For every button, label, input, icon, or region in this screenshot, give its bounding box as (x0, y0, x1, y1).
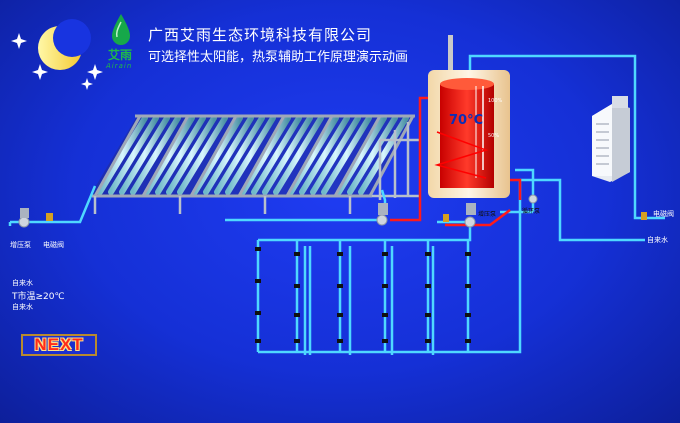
heat-pump-unit (592, 96, 630, 182)
water-tank (428, 35, 510, 198)
tank-level-full: 100% (488, 98, 503, 104)
pump-icon (18, 194, 538, 228)
cold-water-bottom-label: 自来水 (12, 303, 33, 311)
boost-pump-mid-label: 增压泵 (478, 211, 497, 218)
cold-water-top-label: 自来水 (12, 279, 33, 287)
solar-collector (90, 114, 420, 214)
tank-level-half: 50% (488, 133, 500, 139)
logo-subtext: Airain (106, 62, 133, 70)
temperature-condition-label: T市温≥20℃ (12, 292, 65, 302)
logo-text: 艾雨 (108, 48, 133, 62)
next-button[interactable]: NEXT (21, 334, 97, 356)
star-icon (11, 33, 103, 90)
company-name: 广西艾雨生态环境科技有限公司 (148, 26, 373, 44)
logo-droplet-icon (112, 14, 130, 45)
boost-pump-left-label: 增压泵 (10, 241, 31, 249)
faucet-icon (255, 247, 471, 343)
valve-icon (46, 212, 647, 222)
animation-subtitle: 可选择性太阳能，热泵辅助工作原理演示动画 (148, 50, 409, 65)
cold-water-pipes (8, 54, 665, 355)
circulation-pump-label: 循环泵 (522, 208, 541, 215)
tank-temperature: 70°C (449, 113, 484, 128)
moon-icon (38, 19, 91, 70)
solenoid-valve-right-label: 电磁阀 (653, 210, 674, 218)
cold-water-right-label: 自来水 (647, 236, 668, 244)
solenoid-valve-left-label: 电磁阀 (43, 241, 64, 249)
